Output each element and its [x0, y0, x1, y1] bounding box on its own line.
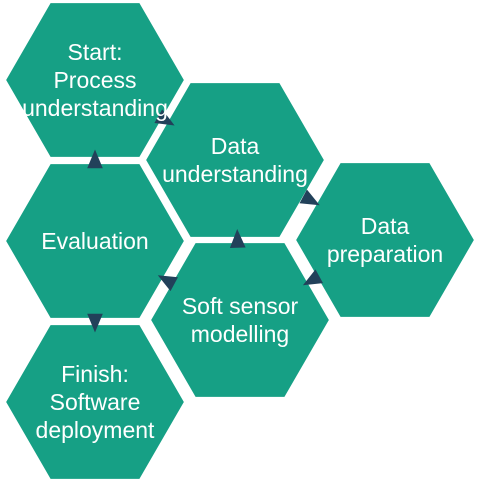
hexagon-data-preparation — [293, 161, 477, 319]
label-line: Finish: — [61, 361, 129, 387]
label-line: Process — [53, 67, 136, 93]
hexagon-soft-sensor-modelling — [148, 241, 332, 399]
arrow-soft-sensor-modelling-to-data-understanding — [229, 229, 246, 248]
label-line: Start: — [68, 39, 123, 65]
label-line: modelling — [191, 321, 289, 347]
arrow-soft-sensor-modelling-to-evaluation — [157, 275, 178, 292]
arrow-data-understanding-to-data-preparation — [299, 189, 320, 206]
label-line: Soft sensor — [182, 293, 299, 319]
arrow-data-preparation-to-soft-sensor-modelling — [302, 269, 323, 286]
label-line: Software — [50, 389, 141, 415]
arrow-evaluation-to-process-understanding — [87, 149, 103, 169]
label-line: understanding — [162, 161, 308, 187]
hexagon-software-deployment — [3, 323, 187, 481]
label-evaluation: Evaluation — [41, 228, 148, 254]
hexagon-data-understanding — [143, 81, 327, 239]
label-line: Data — [361, 213, 410, 239]
hexagon-evaluation — [3, 162, 187, 320]
label-line: preparation — [327, 241, 443, 267]
label-line: Data — [211, 133, 260, 159]
hexagon-process-understanding — [3, 1, 187, 159]
arrow-process-understanding-to-data-understanding — [154, 109, 175, 126]
arrow-evaluation-to-software-deployment — [87, 313, 103, 333]
label-line: Evaluation — [41, 228, 148, 254]
label-line: understanding — [22, 95, 168, 121]
label-line: deployment — [36, 417, 156, 443]
